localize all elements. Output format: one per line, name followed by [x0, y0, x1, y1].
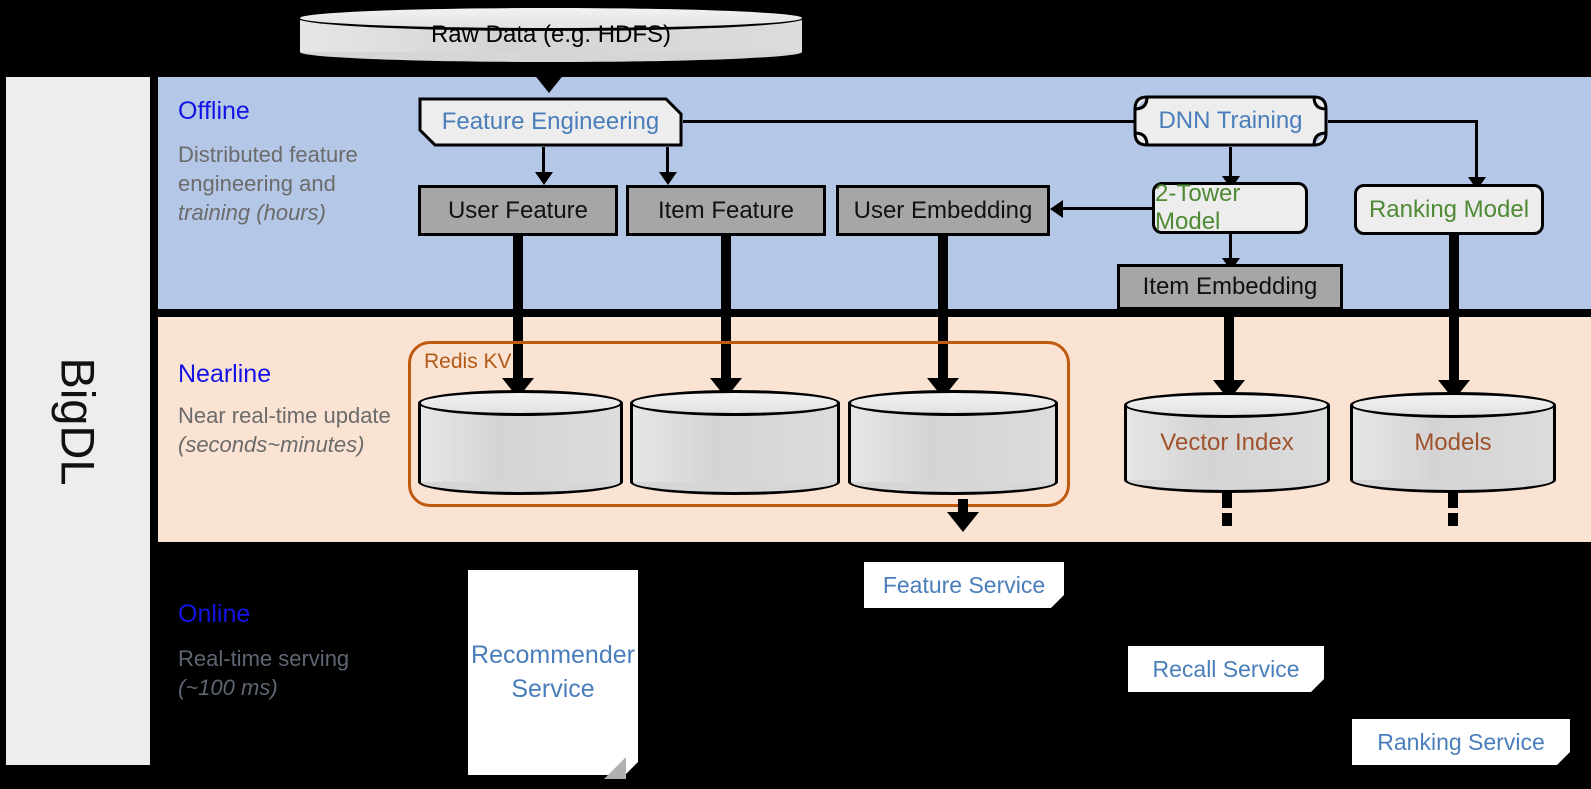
- arrow-rawdata-to-fe-head: [533, 73, 565, 93]
- offline-subtitle-italic: training (hours): [178, 200, 326, 226]
- thick-arrow-ranking-to-models-line: [1449, 234, 1459, 388]
- online-subtitle-plain: Real-time serving: [178, 646, 350, 671]
- ranking-model-label: Ranking Model: [1368, 195, 1530, 223]
- cylinder-top: [630, 390, 840, 416]
- cylinder-top: [1124, 392, 1330, 418]
- redis-store-cylinder-1[interactable]: [418, 390, 623, 495]
- ranking-model-node[interactable]: Ranking Model: [1354, 184, 1544, 235]
- models-cylinder[interactable]: Models: [1350, 392, 1556, 493]
- cylinder-top: [1350, 392, 1556, 418]
- redis-store-cylinder-3[interactable]: [848, 390, 1058, 495]
- recommender-service-node[interactable]: Recommender Service: [468, 570, 638, 775]
- two-tower-model-node[interactable]: 2-Tower Model: [1152, 180, 1308, 235]
- user-embedding-label: User Embedding: [853, 196, 1033, 224]
- cylinder-top: [418, 390, 623, 416]
- nearline-subtitle-plain: Near real-time update: [178, 403, 391, 428]
- dnn-training-label: DNN Training: [1158, 107, 1303, 134]
- arrow-dnn-to-ranking-v: [1475, 120, 1478, 180]
- vector-index-cylinder[interactable]: Vector Index: [1124, 392, 1330, 493]
- redis-kv-label: Redis KV: [424, 350, 512, 373]
- dashed-connector-models-seg2: [1448, 513, 1458, 526]
- user-feature-node[interactable]: User Feature: [418, 185, 618, 236]
- user-feature-label: User Feature: [447, 196, 589, 224]
- thick-arrow-itememb-to-vectorindex-line: [1224, 310, 1234, 388]
- arrow-fe-to-dnn-line: [683, 120, 1145, 123]
- recall-service-node[interactable]: Recall Service: [1128, 646, 1324, 692]
- redis-store-3-label: [848, 390, 1058, 495]
- feature-engineering-node[interactable]: Feature Engineering: [418, 97, 683, 147]
- item-embedding-label: Item Embedding: [1142, 273, 1318, 300]
- ranking-service-label: Ranking Service: [1377, 728, 1545, 755]
- recommender-service-label: Recommender Service: [471, 640, 635, 703]
- nearline-title: Nearline: [178, 360, 272, 388]
- cylinder-body: [848, 403, 1058, 482]
- item-feature-node[interactable]: Item Feature: [626, 185, 826, 236]
- bigdl-sidebar: BigDL: [6, 77, 150, 765]
- arrow-dnn-to-ranking-h: [1328, 120, 1478, 123]
- item-feature-label: Item Feature: [657, 196, 795, 224]
- dnn-training-node[interactable]: DNN Training: [1133, 95, 1328, 147]
- arrow-twotower-to-userembedding-line: [1063, 207, 1152, 210]
- thick-arrow-userembedding-line: [938, 236, 948, 386]
- cylinder-top: [848, 390, 1058, 416]
- item-embedding-node[interactable]: Item Embedding: [1117, 264, 1343, 310]
- arrow-twotower-to-userembedding-head: [1050, 200, 1063, 218]
- ranking-service-node[interactable]: Ranking Service: [1352, 719, 1570, 765]
- feature-service-label: Feature Service: [882, 571, 1046, 598]
- thick-arrow-userfeature-line: [513, 236, 523, 386]
- raw-data-label: Raw Data (e.g. HDFS): [430, 21, 672, 48]
- arrow-fe-to-itemfeature-head: [659, 172, 677, 185]
- thick-arrow-redis-to-featureservice-line: [958, 499, 968, 519]
- dashed-connector-vectorindex-seg2: [1222, 513, 1232, 526]
- raw-data-cylinder: Raw Data (e.g. HDFS): [297, 5, 805, 65]
- redis-store-1-label: [418, 390, 623, 495]
- two-tower-model-label: 2-Tower Model: [1155, 180, 1241, 235]
- arrow-fe-to-userfeature-line: [542, 147, 545, 173]
- arrow-fe-to-itemfeature-line: [666, 147, 669, 173]
- online-title: Online: [178, 600, 251, 628]
- arrow-twotower-to-itememb-line: [1229, 234, 1232, 260]
- arrow-fe-to-userfeature-head: [535, 172, 553, 185]
- redis-store-cylinder-2[interactable]: [630, 390, 840, 495]
- nearline-subtitle: Near real-time update (seconds~minutes): [178, 401, 413, 459]
- vector-index-label: Vector Index: [1160, 428, 1294, 456]
- arrow-dnn-to-twotower-line: [1229, 147, 1232, 179]
- thick-arrow-itemfeature-line: [721, 236, 731, 386]
- models-label: Models: [1414, 428, 1492, 456]
- cylinder-body: [1350, 405, 1556, 480]
- user-embedding-node[interactable]: User Embedding: [836, 185, 1050, 236]
- cylinder-body: [630, 403, 840, 482]
- cylinder-body: [418, 403, 623, 482]
- feature-engineering-shape: [418, 97, 683, 147]
- bigdl-label: BigDL: [51, 356, 105, 486]
- dashed-connector-models-seg1: [1448, 490, 1458, 508]
- redis-store-2-label: [630, 390, 840, 495]
- offline-subtitle-plain: Distributed feature engineering and: [178, 142, 358, 197]
- cylinder-top: [297, 5, 805, 31]
- nearline-subtitle-italic: (seconds~minutes): [178, 432, 365, 458]
- feature-engineering-label: Feature Engineering: [441, 108, 660, 135]
- feature-service-node[interactable]: Feature Service: [864, 562, 1064, 608]
- online-subtitle: Real-time serving (~100 ms): [178, 644, 393, 702]
- thick-arrow-redis-to-featureservice-head: [947, 512, 979, 532]
- redis-kv-container: [408, 341, 1070, 507]
- offline-title: Offline: [178, 97, 250, 125]
- dashed-connector-vectorindex-seg1: [1222, 490, 1232, 508]
- offline-subtitle: Distributed feature engineering and trai…: [178, 140, 378, 227]
- dnn-training-shape: [1133, 95, 1328, 147]
- online-subtitle-italic: (~100 ms): [178, 675, 278, 701]
- recall-service-label: Recall Service: [1152, 655, 1300, 682]
